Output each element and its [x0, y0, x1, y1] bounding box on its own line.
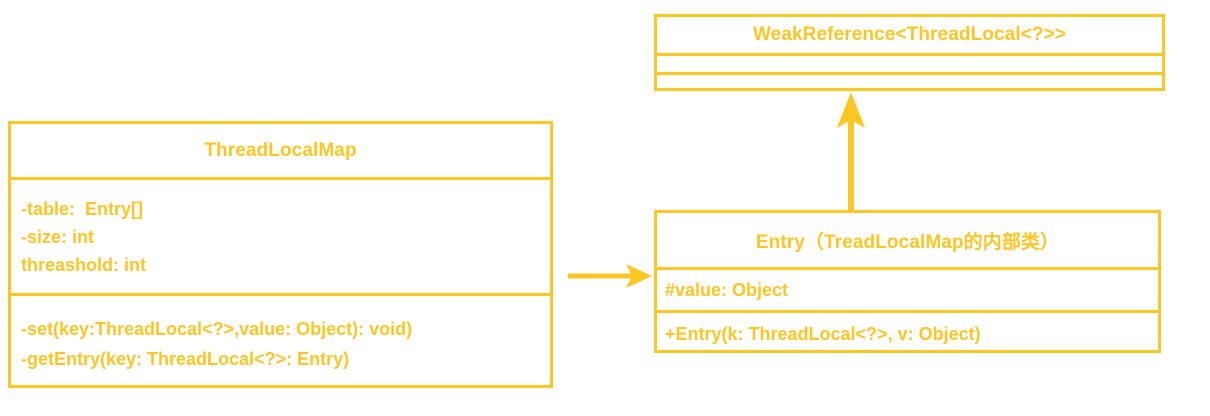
class-box-weakreference[interactable]: WeakReference<ThreadLocal<?>> [654, 14, 1165, 91]
class-box-threadlocalmap[interactable]: ThreadLocalMap -table: Entry[] -size: in… [8, 121, 553, 388]
class-attribute: -table: Entry[] [21, 198, 144, 219]
class-name-weakreference: WeakReference<ThreadLocal<?>> [752, 24, 1067, 45]
empty-methods-placeholder [667, 75, 1162, 94]
class-method: -getEntry(key: ThreadLocal<?>: Entry) [21, 348, 350, 369]
arrowhead-icon [837, 92, 865, 128]
class-method: -set(key:ThreadLocal<?>,value: Object): … [21, 318, 413, 339]
empty-attributes-placeholder [667, 56, 1162, 72]
class-attribute: threashold: int [21, 254, 146, 275]
class-title-compartment-entry: Entry（TreadLocalMap的内部类） [657, 213, 1158, 270]
class-name-entry: Entry（TreadLocalMap的内部类） [755, 231, 1060, 253]
class-name-threadlocalmap: ThreadLocalMap [204, 139, 357, 161]
arrowhead-icon [626, 264, 652, 288]
class-attributes-compartment-threadlocalmap: -table: Entry[] -size: int threashold: i… [11, 180, 550, 296]
class-box-entry[interactable]: Entry（TreadLocalMap的内部类） #value: Object … [654, 210, 1161, 353]
class-attribute: #value: Object [665, 279, 789, 300]
class-title-compartment-weakreference: WeakReference<ThreadLocal<?>> [657, 17, 1162, 56]
class-methods-compartment-threadlocalmap: -set(key:ThreadLocal<?>,value: Object): … [11, 296, 550, 391]
class-title-compartment-threadlocalmap: ThreadLocalMap [11, 124, 550, 180]
class-methods-compartment-entry: +Entry(k: ThreadLocal<?>, v: Object) [657, 313, 1158, 356]
connector-threadlocalmap-to-entry[interactable] [568, 260, 653, 292]
class-attribute: -size: int [21, 226, 95, 247]
connector-entry-to-weakreference[interactable] [832, 90, 870, 212]
class-methods-compartment-weakreference [657, 75, 1162, 94]
class-attributes-compartment-weakreference [657, 56, 1162, 75]
class-method: +Entry(k: ThreadLocal<?>, v: Object) [665, 324, 981, 344]
class-attributes-compartment-entry: #value: Object [657, 270, 1158, 313]
